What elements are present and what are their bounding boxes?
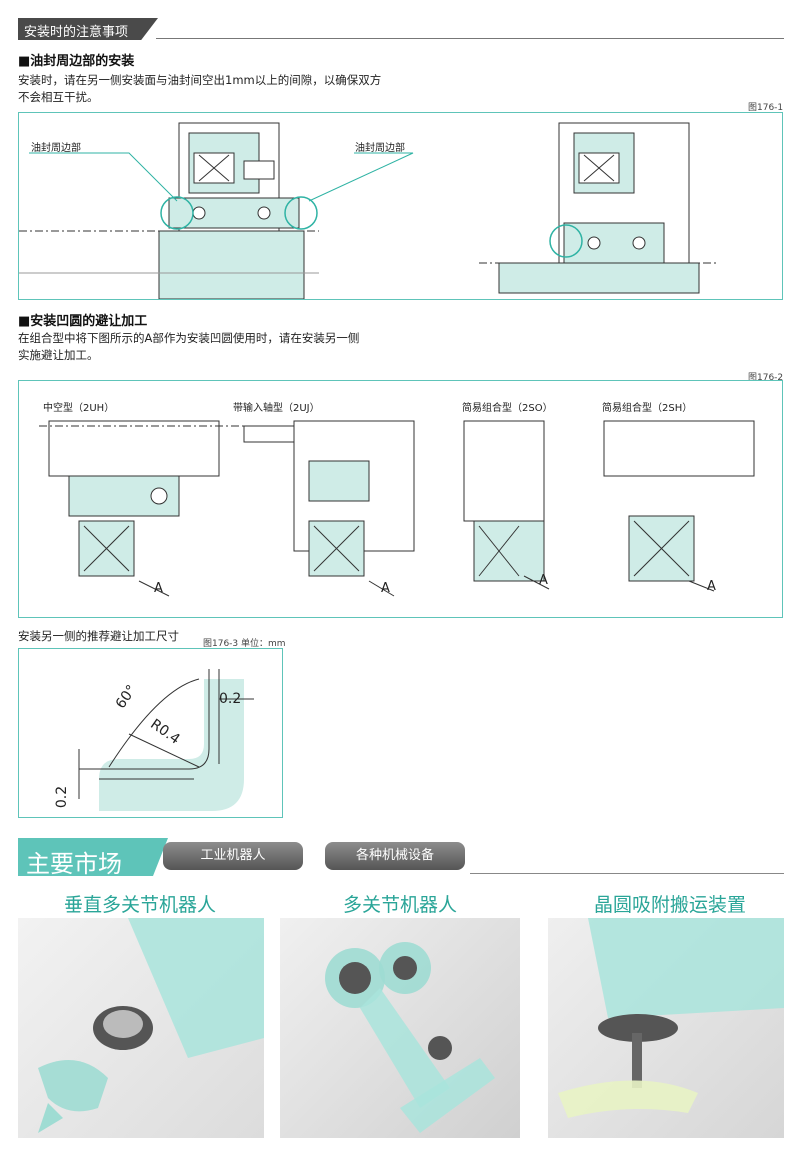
section1-body-line1: 安装时，请在另一侧安装面与油封间空出1mm以上的间隙，以确保双方 xyxy=(18,73,382,87)
vertical-robot-image xyxy=(18,918,264,1138)
wafer-transfer-image xyxy=(548,918,784,1138)
section-header-title: 安装时的注意事项 xyxy=(24,25,129,40)
figure-number-176-2: 图176-2 xyxy=(748,373,784,383)
section3-title: 安装另一侧的推荐避让加工尺寸 xyxy=(18,629,179,643)
seal-drawing xyxy=(19,122,719,299)
markets-rule xyxy=(470,873,784,874)
seal-callout-right: 油封周边部 xyxy=(355,143,405,154)
figure-number-176-3: 图176-3 单位：mm xyxy=(203,639,286,649)
relief-dimension-figure: 60° R0.4 0.2 0.2 xyxy=(18,648,283,818)
type-label-2uh: 中空型（2UH） xyxy=(43,403,115,414)
relief-drawing xyxy=(39,420,755,597)
markets-title: 主要市场 xyxy=(26,850,122,878)
section2-title: ■安装凹圆的避让加工 xyxy=(18,314,148,329)
section2-body-line2: 实施避让加工。 xyxy=(18,348,99,362)
dim-side: 0.2 xyxy=(54,785,71,809)
category-wafer-transfer: 晶圆吸附搬运装置 xyxy=(593,894,746,916)
dimension-drawing xyxy=(78,669,254,811)
section1-body-line2: 不会相互干扰。 xyxy=(18,90,99,104)
seal-installation-figure: 油封周边部 油封周边部 xyxy=(18,112,783,300)
relief-machining-figure: 中空型（2UH） 带输入轴型（2UJ） 简易组合型（2SO） 简易组合型（2SH… xyxy=(18,380,783,618)
mark-a-3: A xyxy=(539,573,548,588)
tag-industrial-robot: 工业机器人 xyxy=(163,842,303,870)
articulated-robot-image xyxy=(280,918,520,1138)
section1-title: ■油封周边部的安装 xyxy=(18,54,135,69)
section-header: 安装时的注意事项 xyxy=(18,18,784,40)
figure-number-176-1: 图176-1 xyxy=(748,103,784,113)
mark-a-4: A xyxy=(707,579,716,594)
section-header-tab: 安装时的注意事项 xyxy=(18,18,158,40)
header-rule xyxy=(156,38,784,39)
category-vertical-robot: 垂直多关节机器人 xyxy=(63,894,216,916)
mark-a-2: A xyxy=(381,581,390,596)
section2-body-line1: 在组合型中将下图所示的A部作为安装凹圆使用时，请在安装另一侧 xyxy=(18,331,360,345)
type-label-2uj: 带输入轴型（2UJ） xyxy=(233,403,320,414)
category-articulated-robot: 多关节机器人 xyxy=(342,894,457,916)
type-label-2sh: 简易组合型（2SH） xyxy=(602,403,693,414)
tag-machinery: 各种机械设备 xyxy=(325,842,465,870)
type-label-2so: 简易组合型（2SO） xyxy=(462,403,553,414)
seal-callout-left: 油封周边部 xyxy=(31,143,81,154)
dim-top: 0.2 xyxy=(219,691,242,707)
mark-a-1: A xyxy=(154,581,163,596)
markets-band xyxy=(18,838,168,876)
